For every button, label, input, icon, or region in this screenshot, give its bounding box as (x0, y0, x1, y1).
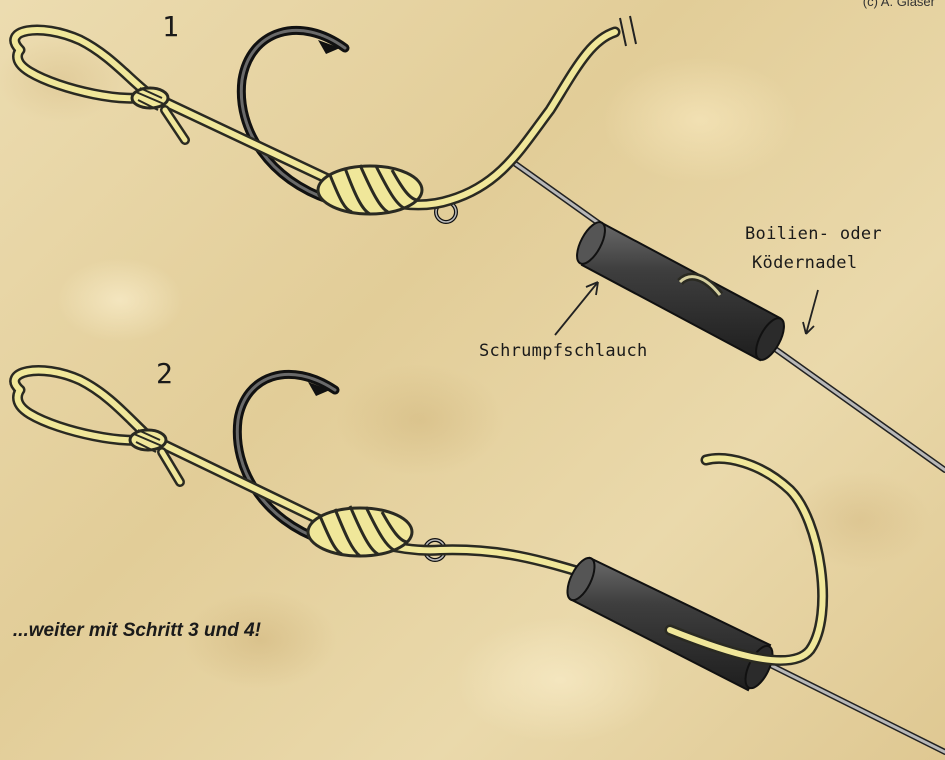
tube-label: Schrumpfschlauch (479, 341, 648, 361)
hook-knot-1 (318, 165, 422, 214)
shrink-tube-2 (562, 554, 778, 692)
needle-label-line1: Boilien- oder (745, 224, 882, 244)
loop-knot-1 (132, 88, 168, 110)
step-number-2: 2 (156, 357, 173, 390)
step-number-1: 1 (162, 10, 179, 43)
hook-knot-2 (308, 506, 412, 556)
figure-2 (15, 371, 945, 752)
needle-label-line2: Ködernadel (752, 253, 857, 273)
loop-knot-2 (130, 430, 166, 452)
continuation-note: ...weiter mit Schritt 3 und 4! (13, 620, 261, 642)
line-2 (15, 371, 590, 575)
copyright-text: (c) A. Gläser (863, 0, 935, 9)
